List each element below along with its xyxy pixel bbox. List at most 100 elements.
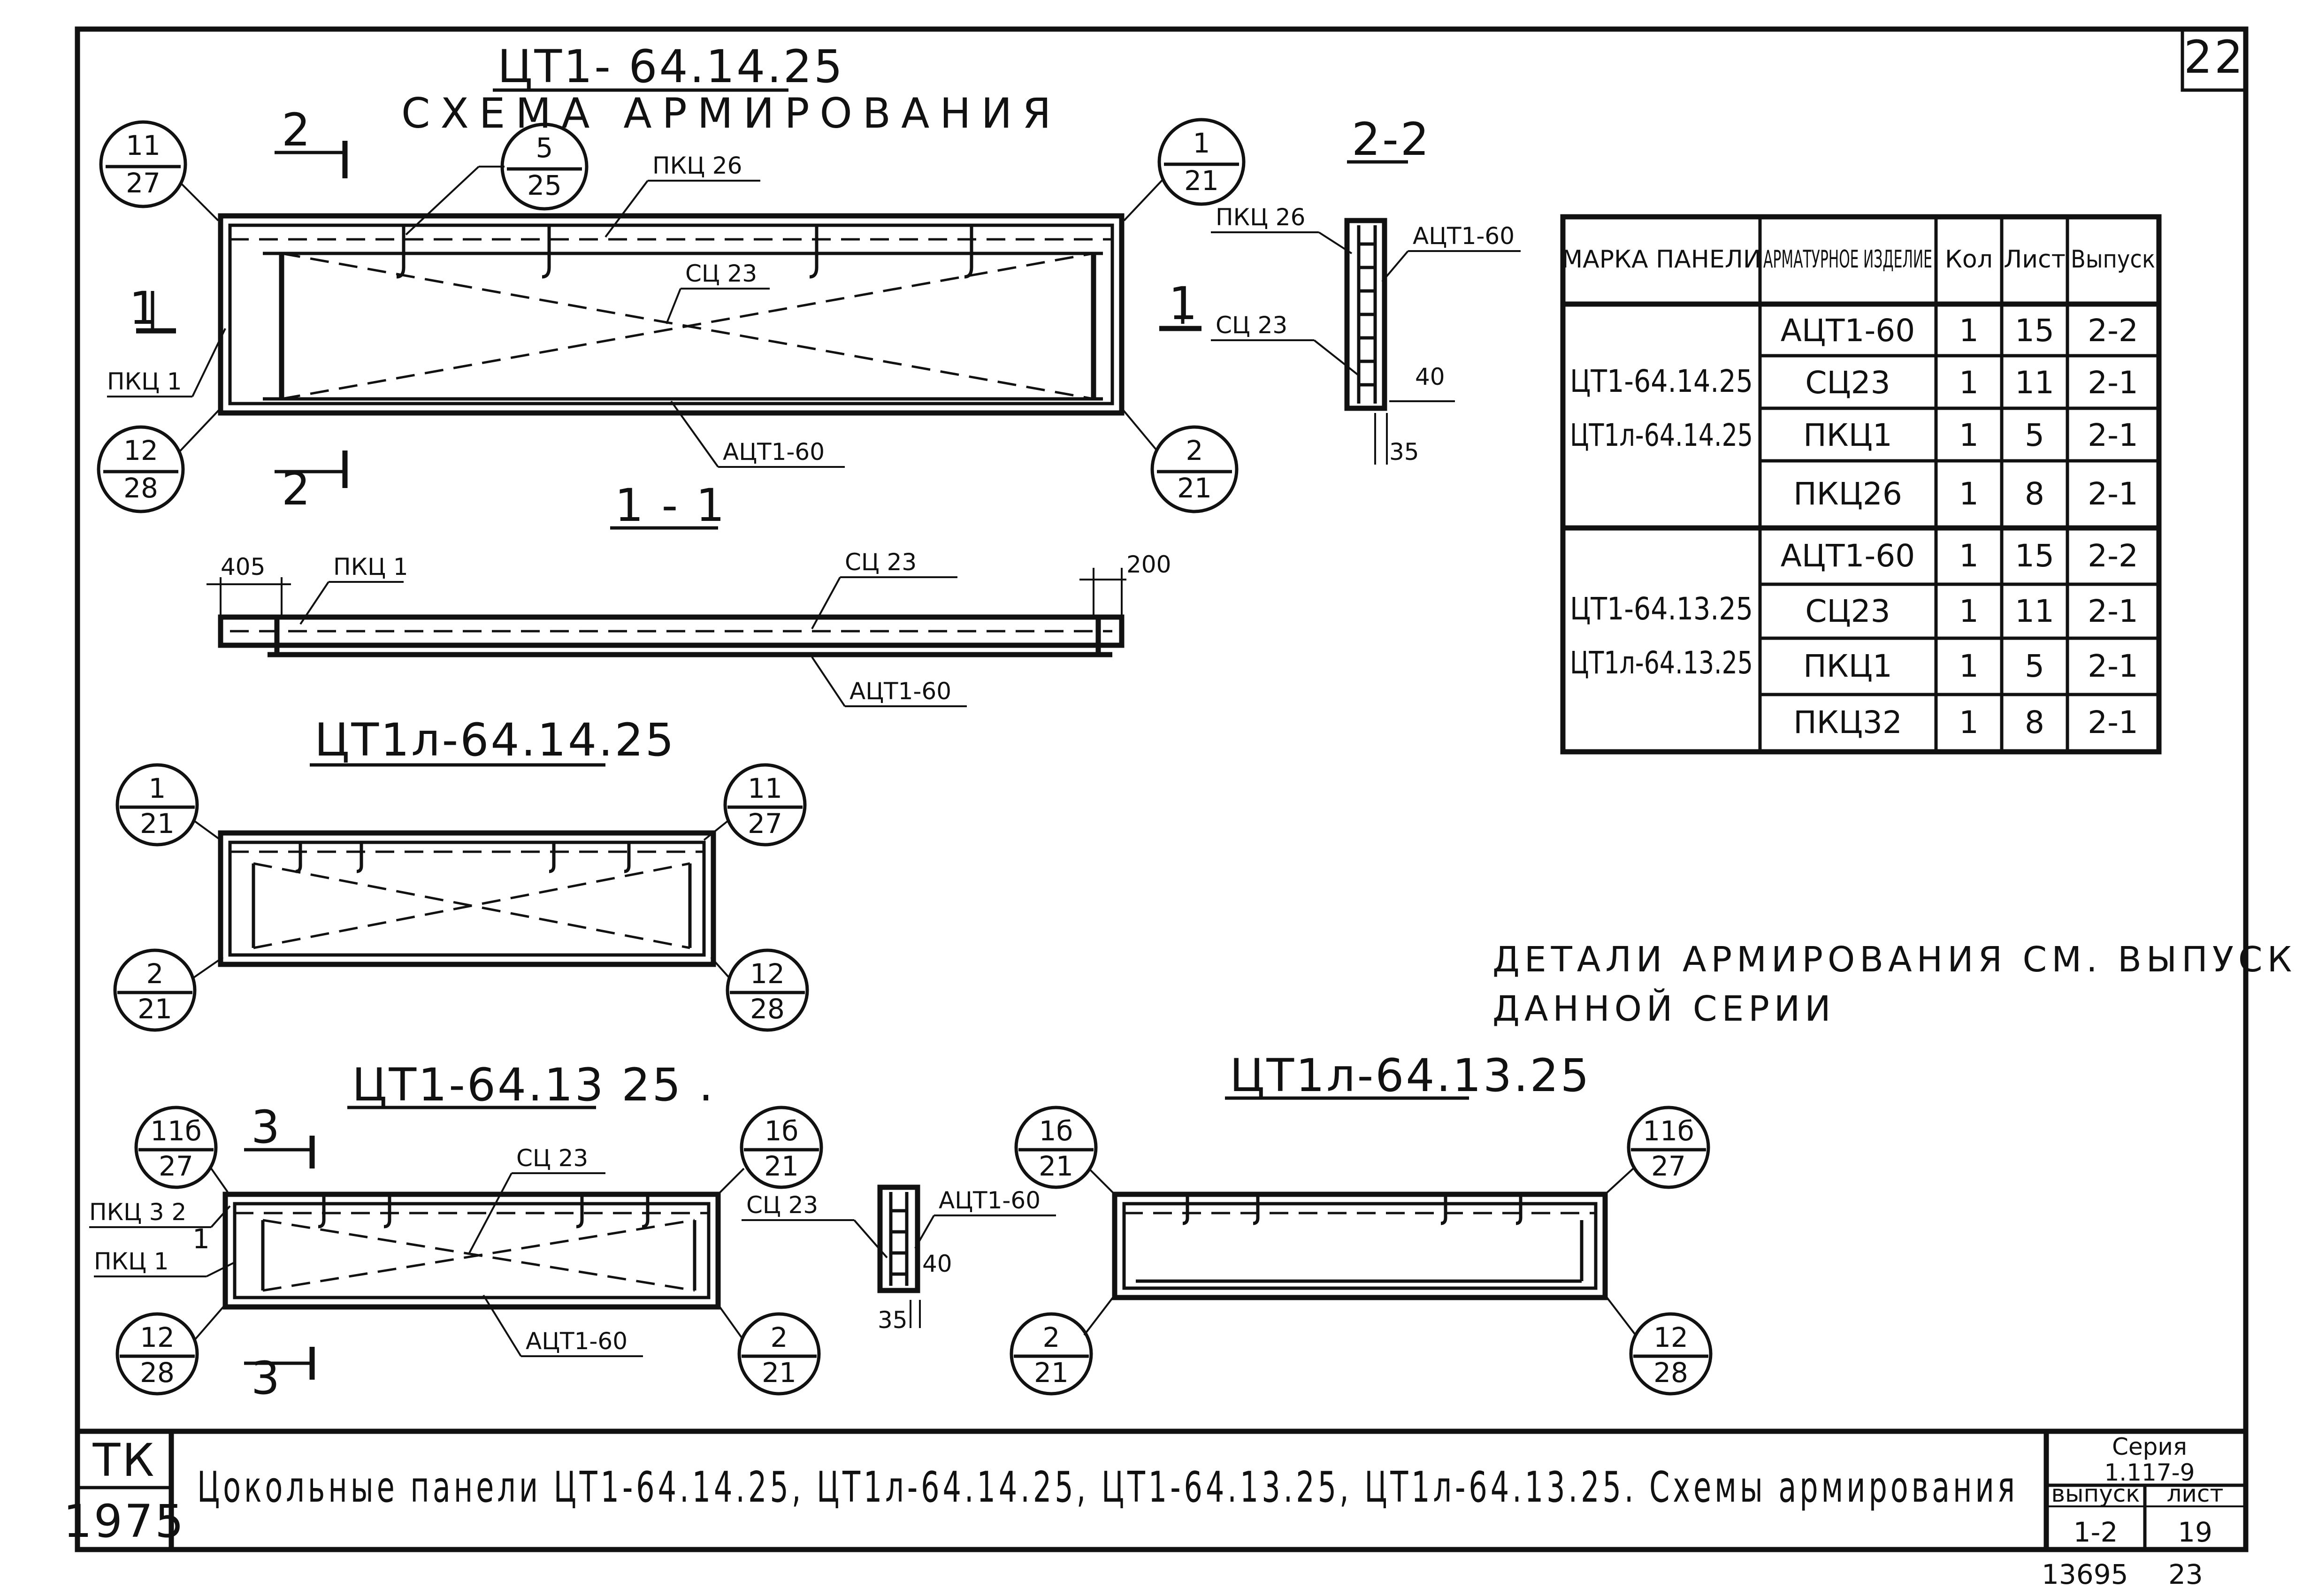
table-cell: 1 <box>1959 538 1979 574</box>
dim-200: 200 <box>1126 551 1171 578</box>
section-3-3-drawing <box>877 1184 920 1293</box>
stamp-issue-value: 1-2 <box>2074 1516 2118 1548</box>
svg-text:21: 21 <box>1177 472 1212 504</box>
svg-text:28: 28 <box>1653 1357 1688 1389</box>
table-header-issue: Выпуск <box>2071 245 2155 274</box>
svg-text:21: 21 <box>1039 1150 1073 1182</box>
callout-2-21-v4: 2 21 <box>1010 1294 1116 1396</box>
label-pkc26-sec22: ПКЦ 26 <box>1216 204 1305 231</box>
table-cell: 5 <box>2025 417 2044 453</box>
stamp-year: 1975 <box>63 1495 185 1548</box>
callout-11b-27-v4: 11б 27 <box>1604 1106 1710 1195</box>
section-2-top: 2 <box>282 104 312 156</box>
main-title: ЦТ1- 64.14.25 <box>497 40 844 93</box>
table-header-sheet: Лист <box>2004 245 2066 274</box>
label-act160-main: АЦТ1-60 <box>723 438 825 466</box>
label-act160-sec11: АЦТ1-60 <box>849 678 951 705</box>
section-1-1-drawing <box>218 614 1125 657</box>
table-cell: СЦ23 <box>1805 593 1890 629</box>
view-4-panel-drawing <box>1112 1191 1608 1300</box>
label-pkc26-main: ПКЦ 26 <box>652 152 742 179</box>
label-sc23-sec11: СЦ 23 <box>845 549 917 576</box>
section-2-2-title: 2-2 <box>1352 113 1431 166</box>
callout-12-28-v3: 12 28 <box>115 1304 226 1396</box>
svg-text:11б: 11б <box>1643 1115 1694 1147</box>
svg-text:21: 21 <box>140 808 175 840</box>
stamp-series-value: 1.117-9 <box>2104 1459 2195 1486</box>
svg-text:12: 12 <box>1653 1321 1688 1353</box>
reinforcement-table <box>1560 214 2162 755</box>
svg-text:21: 21 <box>1184 165 1219 197</box>
dim-35-sec22: 35 <box>1389 438 1419 466</box>
label-sc23-main: СЦ 23 <box>685 260 757 287</box>
table-group1-panel-2: ЦТ1л-64.14.25 <box>1570 417 1753 453</box>
stamp-title: Цокольные панели ЦТ1-64.14.25, ЦТ1л-64.1… <box>197 1463 2018 1512</box>
section-3-top: 3 <box>251 1101 282 1153</box>
section-3-bottom: 3 <box>251 1352 282 1405</box>
callout-1-21-v2: 1 21 <box>115 763 222 847</box>
table-cell: 15 <box>2015 538 2054 574</box>
svg-text:21: 21 <box>138 993 172 1025</box>
table-cell: 8 <box>2025 476 2044 512</box>
table-cell: 1 <box>1959 704 1979 741</box>
table-header-qty: Кол <box>1945 245 1993 274</box>
section-2-2-drawing <box>1344 218 1387 411</box>
view-2-panel-drawing <box>218 830 716 967</box>
label-act160-sec22: АЦТ1-60 <box>1413 222 1515 250</box>
label-sc23-sec33: СЦ 23 <box>746 1191 818 1219</box>
table-cell: АЦТ1-60 <box>1781 313 1915 349</box>
stamp-series-label: Серия <box>2112 1433 2187 1460</box>
table-cell: 1 <box>1959 417 1979 453</box>
main-panel-drawing <box>218 213 1125 416</box>
table-cell: 2-1 <box>2088 648 2138 684</box>
note-line-2: ДАННОЙ СЕРИИ <box>1492 988 1836 1029</box>
svg-text:11: 11 <box>748 772 782 804</box>
table-cell: 1 <box>1959 313 1979 349</box>
table-cell: ПКЦ1 <box>1803 648 1892 684</box>
table-header-item: АРМАТУРНОЕ ИЗДЕЛИЕ <box>1763 245 1932 274</box>
svg-text:27: 27 <box>159 1150 193 1182</box>
table-group2-panel-2: ЦТ1л-64.13.25 <box>1570 645 1753 681</box>
table-cell: 2-2 <box>2088 538 2138 574</box>
callout-11-27-v2: 11 27 <box>703 763 807 847</box>
svg-text:27: 27 <box>748 808 782 840</box>
table-cell: 2-1 <box>2088 704 2138 741</box>
table-cell: 2-1 <box>2088 593 2138 629</box>
table-cell: ПКЦ32 <box>1793 704 1902 741</box>
svg-text:1: 1 <box>1193 127 1210 159</box>
stamp-sheet-value: 19 <box>2178 1516 2212 1548</box>
svg-text:25: 25 <box>527 169 562 201</box>
view-4-title: ЦТ1л-64.13.25 <box>1230 1049 1591 1102</box>
svg-text:28: 28 <box>123 472 158 504</box>
svg-text:1б: 1б <box>1039 1115 1073 1147</box>
svg-text:11б: 11б <box>150 1115 202 1147</box>
label-pkc1-sec11: ПКЦ 1 <box>333 553 408 580</box>
callout-2-21-v2: 2 21 <box>113 948 224 1032</box>
dim-405: 405 <box>221 553 265 580</box>
callout-2-21-v3: 2 21 <box>717 1304 821 1396</box>
sheet-number-box <box>2181 27 2248 92</box>
table-cell: 8 <box>2025 704 2044 741</box>
footer-inventory: 13695 <box>2042 1558 2128 1590</box>
svg-text:2: 2 <box>1043 1321 1060 1353</box>
svg-text:12: 12 <box>140 1321 175 1353</box>
table-cell: АЦТ1-60 <box>1781 538 1915 574</box>
callout-12-28-v2: 12 28 <box>710 948 809 1032</box>
dim-40-sec33: 40 <box>922 1250 952 1277</box>
label-pkc32-v3: ПКЦ 3 2 <box>89 1199 186 1226</box>
table-header-panel: МАРКА ПАНЕЛИ <box>1561 245 1761 274</box>
footer-page: 23 <box>2168 1558 2203 1590</box>
label-pkc1-main: ПКЦ 1 <box>107 368 182 395</box>
table-cell: 11 <box>2015 365 2054 401</box>
label-act160-sec33: АЦТ1-60 <box>939 1187 1041 1214</box>
label-sc23-v3: СЦ 23 <box>516 1145 588 1172</box>
svg-text:1: 1 <box>149 772 166 804</box>
table-cell: 1 <box>1959 365 1979 401</box>
main-subtitle: СХЕМА АРМИРОВАНИЯ <box>401 89 1062 137</box>
label-pkc1-v3: ПКЦ 1 <box>94 1248 169 1275</box>
label-sc23-sec22: СЦ 23 <box>1216 312 1287 339</box>
table-cell: 1 <box>1959 593 1979 629</box>
svg-text:2: 2 <box>146 958 164 990</box>
table-group2-panel-1: ЦТ1-64.13.25 <box>1570 591 1753 627</box>
table-cell: 15 <box>2015 313 2054 349</box>
